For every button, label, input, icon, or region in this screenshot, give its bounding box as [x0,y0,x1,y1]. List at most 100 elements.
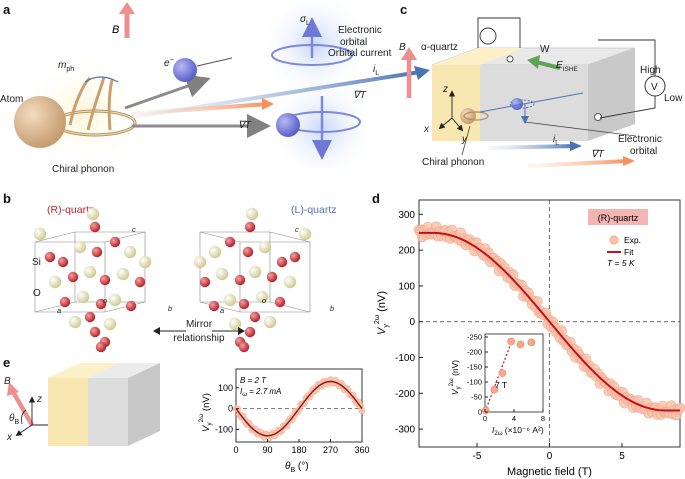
y-label-c: y [461,134,468,145]
o-atom [67,271,79,283]
axis-o-label-l: o [262,296,266,305]
si-label: Si [32,257,41,268]
o-atom [234,274,246,286]
inset-y-tick-label: -100 [467,378,482,387]
x-label-e: x [6,432,13,443]
inset-y-tick-label: 0 [478,408,482,417]
contact-1 [506,55,514,63]
inset-marker [507,337,515,346]
si-atom [48,275,62,289]
e-x-tick-label: 180 [291,445,306,455]
electronic-orbital-label-a2: orbital [340,37,367,48]
legend-exp-marker [609,235,619,245]
inset-x-axis-label: I2ω (×10⁻⁶ A²) [492,425,544,437]
annot-i: Iω = 2.7 mA [240,387,281,398]
il-arrowhead-c [570,141,582,151]
inner-atom [460,108,476,124]
atom-label: Atom [0,94,23,105]
x-axis-e [15,424,33,436]
y-tick-label: 0 [409,317,415,328]
grad-t-arrowhead-a [262,98,274,110]
unit-cell-edge [34,231,76,243]
w-label: W [540,44,550,55]
electron-tether [196,57,233,67]
axis-b-label-l: b [330,304,334,313]
o-label: O [33,288,41,299]
o-atom [199,276,211,288]
si-atom [248,265,262,279]
z-label-c: z [442,84,448,95]
y-tick-label: -300 [395,425,415,436]
o-atom [244,221,256,233]
si-atom [33,227,47,241]
mirror-arrowhead-right [238,327,245,335]
grad-t-label-a2: ∇T [353,90,367,101]
si-atom [116,267,130,281]
e-fit-line [235,380,363,437]
l-quartz-label: (L)-quartz [291,204,337,216]
y-tick-label: 200 [398,246,415,257]
y-tick-label: 300 [398,210,415,221]
inset-x-tick-label: 0 [483,414,487,423]
y-axis-label: Vy2ω (nV) [374,291,390,335]
phonon-pointer-line [461,125,471,156]
inset-fit-line [484,342,512,413]
inner-phonon-ring [463,111,489,121]
il-label-a: iL [373,64,379,77]
inner-electron [511,98,523,110]
grad-t-label-c: ∇T [591,149,605,160]
axis-b-label: b [168,304,172,313]
o-atom [99,274,111,286]
unit-cell-edge [199,301,241,313]
y-tick-label: -200 [395,389,415,400]
crystal-r [33,207,152,353]
sigma-label: σL [300,14,310,27]
y-tick-label: -100 [395,353,415,364]
y-tick-label: 100 [398,281,415,292]
mirror-label-2: relationship [173,333,225,344]
low-label: Low [664,93,683,104]
si-atom [138,255,152,269]
orbital-current-arrowhead [414,66,430,80]
x-tick-label: 0 [547,451,553,462]
b-arrow-e [10,388,34,427]
inset-y-tick-label: -50 [471,393,482,402]
high-label: High [640,65,661,76]
electronic-orbital-label-c2: orbital [630,146,657,157]
electron-ball-1 [173,58,197,82]
inset-marker [490,385,499,394]
panel-c-label: c [400,2,407,17]
si-atom [223,293,237,307]
e-x-tick-label: 90 [262,445,272,455]
box-top-yellow [432,48,525,65]
si-atom [68,315,82,329]
b-field-arrowhead [119,2,135,14]
electron-label: e− [164,57,174,69]
mirror-label-1: Mirror [186,319,213,330]
si-atom [86,207,100,221]
heater-coil [479,27,497,45]
w-arrow [535,60,561,70]
unit-cell-edge [104,301,146,313]
e-y-tick-label: 0 [228,404,233,414]
e-box-side [128,363,160,446]
orbital-current-label: Orbital current [328,48,392,59]
e-y-tick-label: 100 [218,383,233,393]
si-atom [263,315,277,329]
si-atom [283,275,297,289]
panel-c: c B α-quartz V High Low W EISHE [399,2,683,168]
inset-y-tick-label: -200 [467,348,482,357]
inset-y-tick-label: -250 [467,333,482,342]
si-atom [73,240,87,254]
unit-cell-edge [269,231,311,243]
e-ishe-label: EISHE [556,60,579,73]
si-atom [83,265,97,279]
e-y-tick-label: -100 [215,424,233,434]
o-atom [238,298,250,310]
annot-b: B = 2 T [240,376,267,385]
o-atom [242,246,254,258]
o-atom [95,341,107,353]
